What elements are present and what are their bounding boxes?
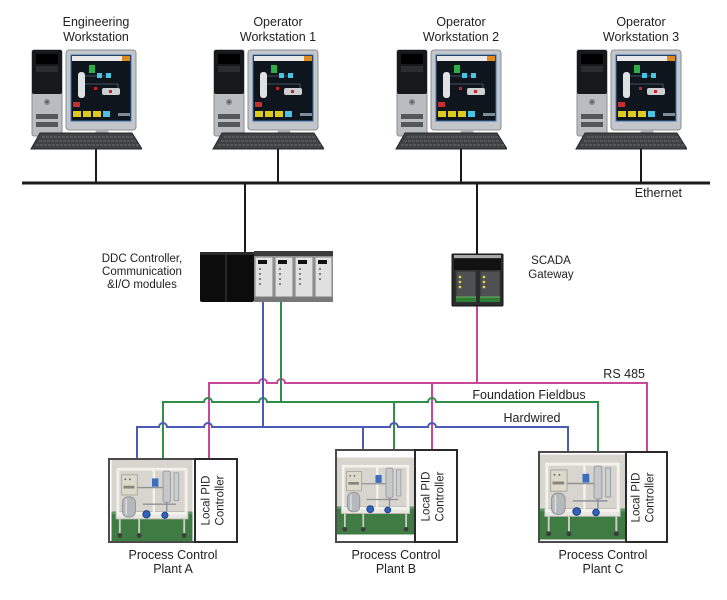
operator-workstation-2-label-line2: Workstation 2	[422, 29, 500, 44]
hardwired-bus-line	[136, 422, 569, 459]
plant-a-pid-label-line2: Controller	[214, 475, 226, 526]
plant-a-caption: Process Control Plant A	[129, 548, 218, 576]
plant-a-pid-box	[194, 458, 238, 543]
scada-gateway-label-line2: Gateway	[528, 268, 574, 281]
operator-workstation-2-label: Operator Workstation 2	[423, 15, 499, 44]
scada-gateway-label: SCADA Gateway	[528, 255, 573, 282]
ddc-controller-label-line1: DDC Controller,	[101, 253, 183, 265]
engineering-workstation-label: Engineering Workstation	[63, 15, 130, 44]
plant-b-caption-line1: Process Control	[351, 548, 441, 562]
engineering-workstation-label-line1: Engineering	[62, 15, 130, 29]
ddc-controller-label: DDC Controller, Communication &I/O modul…	[102, 253, 183, 292]
operator-workstation-3-label: Operator Workstation 3	[603, 15, 679, 44]
rs485-label: RS 485	[603, 367, 645, 381]
operator-workstation-2-label-line1: Operator	[436, 15, 486, 29]
plant-c-photo	[540, 453, 625, 541]
rs485-bus-line	[208, 378, 648, 459]
ethernet-network-lines	[22, 145, 710, 258]
plant-a-caption-line1: Process Control	[128, 548, 218, 562]
engineering-workstation-icon	[30, 49, 142, 150]
scada-gateway-icon	[451, 253, 504, 307]
ethernet-label: Ethernet	[634, 186, 682, 200]
plant-c-caption: Process Control Plant C	[559, 548, 648, 576]
fieldbus-label: Foundation Fieldbus	[472, 388, 586, 402]
ddc-controller-rack-icon	[200, 251, 333, 302]
operator-workstation-3-label-line1: Operator	[616, 15, 666, 29]
plant-b-graphic	[335, 449, 458, 543]
operator-workstation-3-icon	[575, 49, 687, 150]
scada-gateway-label-line1: SCADA	[531, 255, 571, 267]
plant-c-caption-line1: Process Control	[558, 548, 648, 562]
plant-a-graphic	[108, 458, 238, 543]
plant-b-photo	[337, 455, 414, 537]
plant-b-caption: Process Control Plant B	[352, 548, 441, 576]
engineering-workstation-label-line2: Workstation	[63, 29, 129, 44]
plant-c-pid-label-line1: Local PID	[630, 472, 643, 523]
plant-a-photo	[110, 460, 194, 541]
operator-workstation-3-label-line2: Workstation 3	[602, 29, 680, 44]
ddc-controller-label-line3: &I/O modules	[107, 279, 177, 291]
plant-b-pid-label: Local PID Controller	[421, 447, 452, 547]
operator-workstation-1-label-line2: Workstation 1	[239, 29, 317, 44]
plant-a-caption-line2: Plant A	[153, 562, 193, 576]
operator-workstation-1-label: Operator Workstation 1	[240, 15, 316, 44]
operator-workstation-1-icon	[212, 49, 324, 150]
plant-b-caption-line2: Plant B	[375, 562, 417, 576]
plant-b-pid-label-line2: Controller	[434, 471, 446, 522]
plant-c-pid-box	[625, 451, 668, 543]
operator-workstation-1-label-line1: Operator	[253, 15, 303, 29]
operator-workstation-2-icon	[395, 49, 507, 150]
plant-c-graphic	[538, 451, 668, 543]
plant-c-caption-line2: Plant C	[582, 562, 624, 576]
plant-a-pid-label-line1: Local PID	[200, 475, 213, 526]
hardwired-label: Hardwired	[503, 411, 561, 425]
fieldbus-network-lines	[136, 302, 648, 459]
plant-a-pid-label: Local PID Controller	[201, 451, 232, 551]
plant-b-pid-box	[414, 449, 458, 543]
plant-c-pid-label-line2: Controller	[644, 472, 656, 523]
ddc-controller-label-line2: Communication	[102, 266, 182, 278]
plant-b-pid-label-line1: Local PID	[420, 471, 433, 522]
plant-c-pid-label: Local PID Controller	[631, 448, 662, 548]
